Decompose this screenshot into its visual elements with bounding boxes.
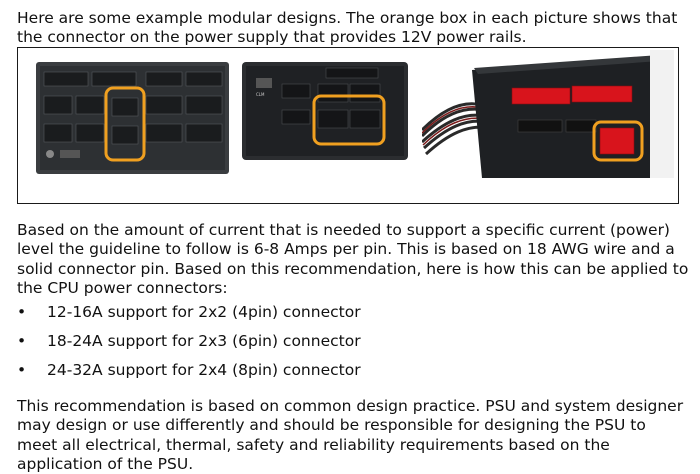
- figure-frame: CLM: [17, 47, 679, 204]
- bullet-marker: •: [17, 361, 27, 379]
- psu-panel-photo-2: CLM: [242, 62, 408, 160]
- list-item-text: 12-16A support for 2x2 (4pin) connector: [47, 303, 361, 321]
- highlight-box-1: [104, 86, 146, 162]
- list-item-text: 18-24A support for 2x3 (6pin) connector: [47, 332, 361, 350]
- highlight-box-3: [592, 120, 644, 162]
- svg-text:CLM: CLM: [256, 92, 265, 97]
- psu-panel-photo-1: [36, 62, 229, 174]
- intro-paragraph: Here are some example modular designs. T…: [17, 9, 678, 47]
- bullet-marker: •: [17, 303, 27, 321]
- list-item-text: 24-32A support for 2x4 (8pin) connector: [47, 361, 361, 379]
- guideline-paragraph: Based on the amount of current that is n…: [17, 221, 689, 297]
- psu-panel-photo-3: [422, 50, 674, 178]
- bullet-marker: •: [17, 332, 27, 350]
- highlight-box-2: [312, 94, 386, 146]
- closing-paragraph: This recommendation is based on common d…: [17, 397, 684, 473]
